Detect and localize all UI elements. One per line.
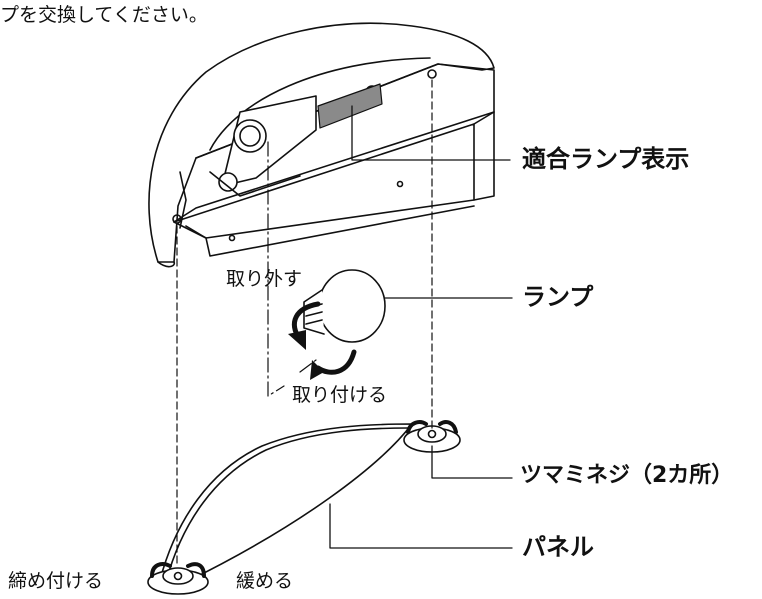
tighten-label: 締め付ける [8, 570, 104, 592]
leader-panel [329, 503, 513, 549]
panel-label: パネル [522, 533, 594, 561]
remove-label: 取り外す [226, 268, 303, 290]
attach-arrow [315, 349, 357, 375]
lamp-bulb [303, 269, 386, 343]
leader-knob-screw [431, 445, 513, 479]
cover-panel [159, 423, 413, 583]
attach-arrowhead [310, 360, 324, 380]
lamp-label: ランプ [522, 283, 594, 311]
leader-lamp-indicator [351, 105, 511, 161]
attach-label: 取り付ける [292, 384, 388, 406]
loosen-label: 緩める [236, 570, 294, 592]
instruction-fragment: プを交換してください。 [0, 4, 208, 26]
lamp-axis-line [267, 141, 317, 397]
fixture-housing [148, 22, 495, 268]
remove-arrowhead [288, 330, 306, 350]
lamp-indicator-plate [317, 83, 383, 129]
knob-screw-bottom [147, 562, 209, 595]
knob-screw-label: ツマミネジ（2カ所） [520, 463, 734, 488]
lamp-indicator-label: 適合ランプ表示 [522, 145, 690, 173]
